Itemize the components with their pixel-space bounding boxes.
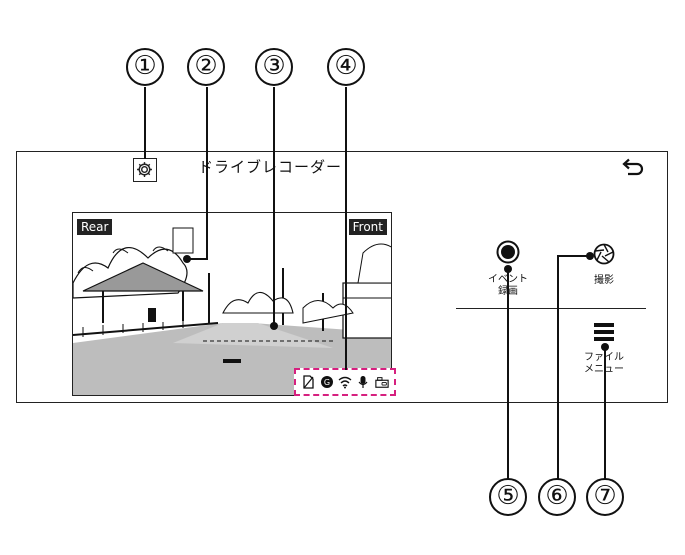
status-icon-bar: G: [294, 368, 396, 396]
callout-3: ③: [255, 48, 293, 86]
wifi-icon: [338, 376, 352, 389]
microphone-icon: [358, 376, 368, 388]
leader-line-6h: [557, 255, 589, 257]
return-arrow-icon: [622, 158, 644, 176]
leader-line-7: [604, 346, 606, 480]
callout-1: ①: [126, 48, 164, 86]
svg-text:G: G: [323, 378, 329, 387]
camera-battery-icon: [375, 377, 389, 388]
callout-2: ②: [187, 48, 225, 86]
sd-card-icon: [303, 375, 314, 389]
leader-line-2: [206, 87, 208, 259]
back-button[interactable]: [620, 158, 646, 178]
leader-line-2h: [187, 258, 208, 260]
callout-6: ⑥: [538, 478, 576, 516]
rear-camera-label[interactable]: Rear: [77, 219, 113, 235]
leader-line-4: [345, 87, 347, 370]
leader-line-6: [557, 255, 559, 480]
leader-dot-2: [183, 255, 191, 263]
street-scene: [73, 227, 391, 395]
gear-icon: [137, 162, 152, 177]
photo-button[interactable]: 撮影: [582, 243, 626, 293]
leader-line-5: [507, 268, 509, 480]
leader-line-1: [144, 87, 146, 159]
gps-icon: G: [320, 376, 333, 388]
record-icon: [496, 240, 520, 264]
callout-5: ⑤: [489, 478, 527, 516]
callout-4: ④: [327, 48, 365, 86]
leader-dot-3: [270, 322, 278, 330]
shutter-icon: [593, 243, 615, 265]
leader-dot-5: [504, 265, 512, 273]
settings-button[interactable]: [133, 158, 157, 182]
front-camera-label[interactable]: Front: [348, 219, 387, 235]
leader-line-3: [273, 87, 275, 325]
screen-title: ドライブレコーダー: [198, 158, 343, 176]
callout-7: ⑦: [586, 478, 624, 516]
leader-dot-6: [586, 252, 594, 260]
photo-label: 撮影: [594, 275, 614, 286]
menu-list-icon: [594, 323, 614, 341]
button-panel-divider: [456, 308, 646, 309]
camera-preview[interactable]: Rear Front: [72, 212, 392, 396]
leader-dot-7: [601, 343, 609, 351]
